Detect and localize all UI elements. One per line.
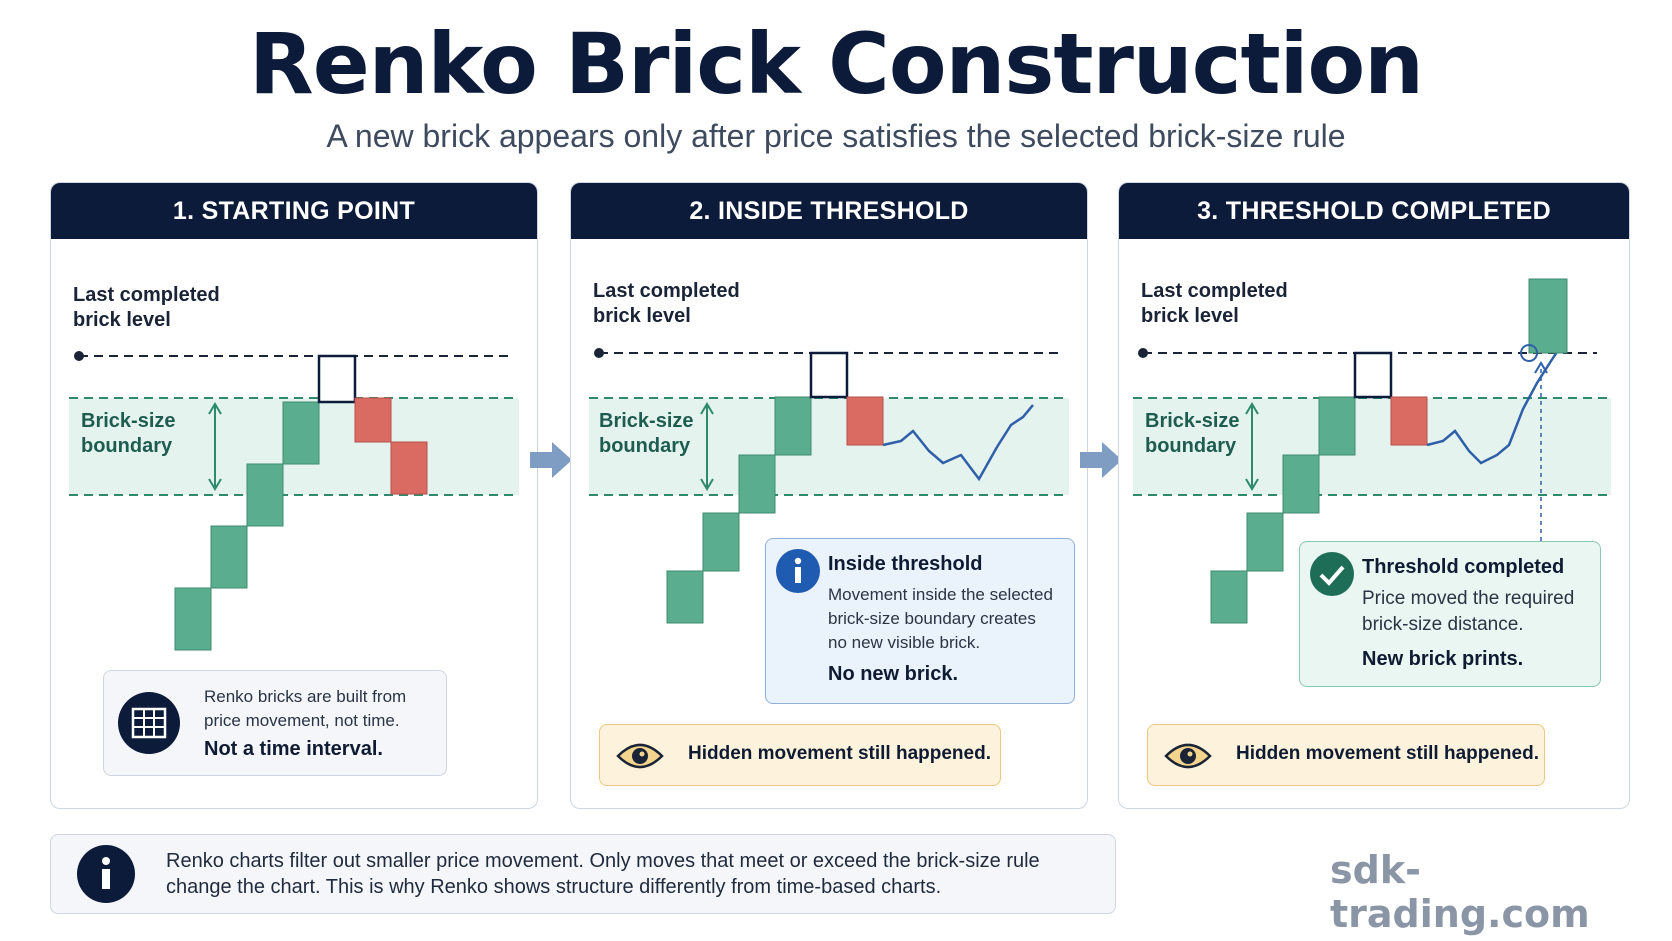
footer-line-1: Renko charts filter out smaller price mo… <box>166 850 1040 872</box>
level-dot <box>594 348 604 358</box>
up-brick <box>210 525 248 589</box>
callout-line-3: no new visible brick. <box>828 633 981 652</box>
up-brick <box>774 396 812 456</box>
up-brick <box>1318 396 1356 456</box>
grid-icon <box>118 692 180 754</box>
info-icon <box>776 549 820 593</box>
callout-title: Threshold completed <box>1362 556 1565 578</box>
up-brick <box>666 570 704 624</box>
note-line-2: price movement, not time. <box>204 711 400 730</box>
boundary-arrow <box>208 402 222 491</box>
up-brick <box>174 587 212 651</box>
boundary-arrow <box>700 402 714 491</box>
pending-brick-outline <box>317 354 357 404</box>
hidden-movement-note: Hidden movement still happened. <box>599 724 1001 786</box>
check-icon <box>1310 552 1354 596</box>
inside-threshold-callout: Inside threshold Movement inside the sel… <box>765 538 1075 704</box>
up-brick <box>738 454 776 514</box>
footer-note: Renko charts filter out smaller price mo… <box>50 834 1116 914</box>
renko-diagram-starting-point <box>69 351 519 651</box>
boundary-arrow <box>1245 402 1259 491</box>
callout-line-2: brick-size distance. <box>1362 614 1524 635</box>
price-path-line <box>882 404 1034 482</box>
panel-header: 2. INSIDE THRESHOLD <box>571 183 1087 239</box>
threshold-cross-marker <box>1520 344 1538 362</box>
page-title: Renko Brick Construction <box>249 15 1424 113</box>
up-brick <box>282 401 320 465</box>
renko-diagram-inside-threshold <box>589 348 1069 624</box>
callout-line-2: brick-size boundary creates <box>828 609 1036 628</box>
pending-brick-outline <box>809 351 849 399</box>
level-dot <box>74 351 84 361</box>
info-icon <box>77 845 135 903</box>
new-up-brick <box>1528 278 1568 354</box>
page-subtitle: A new brick appears only after price sat… <box>326 118 1346 154</box>
renko-diagram-threshold-completed <box>1133 278 1611 624</box>
eye-icon <box>1164 743 1212 769</box>
footer-text: Renko charts filter out smaller price mo… <box>166 848 1040 900</box>
down-brick <box>390 441 428 495</box>
level-dot <box>1138 348 1148 358</box>
down-brick <box>846 396 884 446</box>
arrow-right-icon <box>530 442 572 478</box>
arrow-right-icon <box>1080 442 1122 478</box>
callout-title: Inside threshold <box>828 553 983 575</box>
brick-size-boundary-zone <box>589 398 1069 495</box>
up-brick <box>1210 570 1248 624</box>
up-brick <box>1282 454 1320 514</box>
note-bold: Not a time interval. <box>204 738 383 760</box>
eye-icon <box>616 743 664 769</box>
hidden-movement-note: Hidden movement still happened. <box>1147 724 1545 786</box>
threshold-completed-callout: Threshold completed Price moved the requ… <box>1299 541 1601 687</box>
callout-line-1: Movement inside the selected <box>828 585 1053 604</box>
up-brick <box>1246 512 1284 572</box>
price-path-line <box>1426 348 1561 465</box>
panel-header: 3. THRESHOLD COMPLETED <box>1119 183 1629 239</box>
callout-bold: No new brick. <box>828 663 959 685</box>
brand-watermark: sdk-trading.com <box>1330 848 1590 936</box>
up-brick <box>702 512 740 572</box>
eye-note-text: Hidden movement still happened. <box>1236 743 1539 764</box>
down-brick <box>1390 396 1428 446</box>
eye-note-text: Hidden movement still happened. <box>688 743 991 764</box>
callout-bold: New brick prints. <box>1362 648 1524 670</box>
panel-header: 1. STARTING POINT <box>51 183 537 239</box>
footer-line-2: change the chart. This is why Renko show… <box>166 876 942 898</box>
note-line-1: Renko bricks are built from <box>204 687 407 706</box>
callout-pointer-arrowhead <box>1534 361 1548 374</box>
down-brick <box>354 397 392 443</box>
brick-size-boundary-zone <box>1133 398 1611 495</box>
callout-line-1: Price moved the required <box>1362 588 1575 609</box>
note-card: Renko bricks are built from price moveme… <box>103 670 447 776</box>
pending-brick-outline <box>1353 351 1393 399</box>
up-brick <box>246 463 284 527</box>
